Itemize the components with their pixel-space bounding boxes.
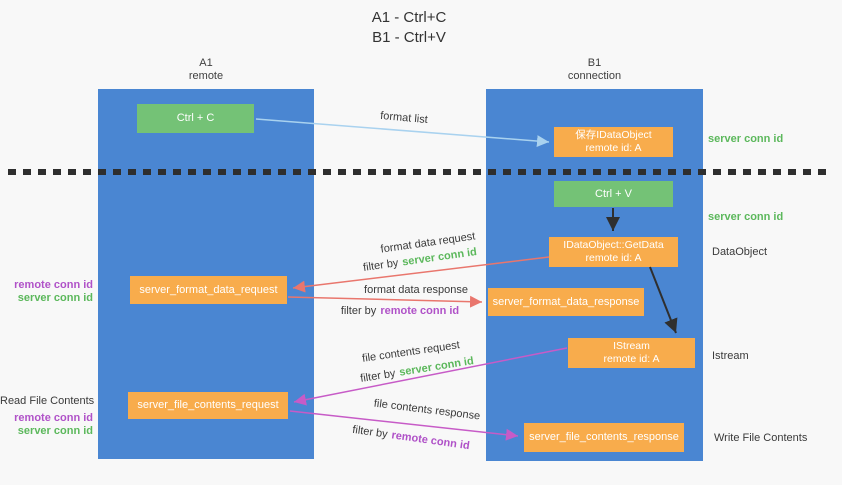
idataobject-getdata-node: IDataObject::GetData remote id: A	[549, 237, 678, 267]
right-column-header: B1 connection	[486, 57, 703, 83]
server-conn-id-side-label: server conn id	[17, 292, 93, 304]
ctrl-c-node: Ctrl + C	[137, 104, 254, 133]
getdata-line1: IDataObject::GetData	[563, 239, 664, 251]
filter-by-text: filter by	[351, 423, 389, 441]
format-request-conn-ids-block: remote conn id server conn id	[0, 279, 93, 305]
filter-by-text: filter by	[359, 367, 397, 385]
ctrl-v-node: Ctrl + V	[554, 181, 673, 207]
save-dataobject-line1: 保存IDataObject	[575, 129, 652, 141]
title-line-1: A1 - Ctrl+C	[371, 9, 447, 26]
format-response-label: server_format_data_response	[492, 295, 640, 308]
istream-node: IStream remote id: A	[568, 338, 695, 368]
phase-separator-dashed-line	[8, 169, 830, 175]
left-column-role: remote	[188, 70, 224, 82]
diagram-title: A1 - Ctrl+C B1 - Ctrl+V	[372, 8, 447, 48]
server-conn-id-text: server conn id	[398, 355, 475, 379]
format-data-response-arrow	[287, 295, 483, 308]
server-conn-id-side-label-mid: server conn id	[708, 211, 784, 223]
server-format-data-response-node: server_format_data_response	[488, 288, 644, 316]
format-data-response-label: format data response	[364, 284, 468, 296]
save-dataobject-line2: remote id: A	[585, 142, 642, 154]
istream-line1: IStream	[613, 340, 650, 352]
server-file-contents-request-node: server_file_contents_request	[128, 392, 288, 419]
file-contents-response-label: file contents response	[373, 397, 481, 423]
title-line-2: B1 - Ctrl+V	[372, 29, 446, 46]
server-file-contents-response-node: server_file_contents_response	[524, 423, 684, 452]
istream-side-label: Istream	[712, 350, 749, 362]
format-list-label: format list	[379, 109, 429, 127]
right-column-role: connection	[567, 70, 622, 82]
server-format-data-request-node: server_format_data_request	[130, 276, 287, 304]
filter-by-text: filter by	[362, 257, 400, 274]
istream-line2: remote id: A	[603, 353, 660, 365]
remote-conn-id-side-label: remote conn id	[14, 279, 93, 291]
ctrl-c-label: Ctrl + C	[176, 112, 215, 124]
file-request-label: server_file_contents_request	[137, 399, 279, 411]
getdata-line2: remote id: A	[585, 252, 642, 264]
ctrl-v-label: Ctrl + V	[595, 187, 632, 200]
read-file-contents-side-label: Read File Contents	[0, 395, 95, 407]
right-column-name: B1	[587, 57, 602, 69]
format-request-label: server_format_data_request	[139, 283, 278, 296]
remote-conn-id-text: remote conn id	[390, 429, 471, 453]
left-column-name: A1	[199, 57, 213, 69]
remote-conn-id-text: remote conn id	[380, 305, 460, 317]
file-request-conn-ids-block: Read File Contents remote conn id server…	[0, 395, 95, 438]
file-response-label: server_file_contents_response	[529, 431, 679, 443]
dataobject-side-label: DataObject	[712, 246, 768, 258]
left-column-header: A1 remote	[98, 57, 314, 83]
remote-conn-id-side-label: remote conn id	[14, 412, 93, 424]
server-conn-id-side-label-top: server conn id	[708, 133, 784, 145]
server-conn-id-side-label: server conn id	[17, 425, 93, 437]
filter-by-text: filter by	[340, 305, 377, 317]
write-file-contents-side-label: Write File Contents	[714, 432, 808, 444]
save-dataobject-node: 保存IDataObject remote id: A	[554, 127, 673, 157]
